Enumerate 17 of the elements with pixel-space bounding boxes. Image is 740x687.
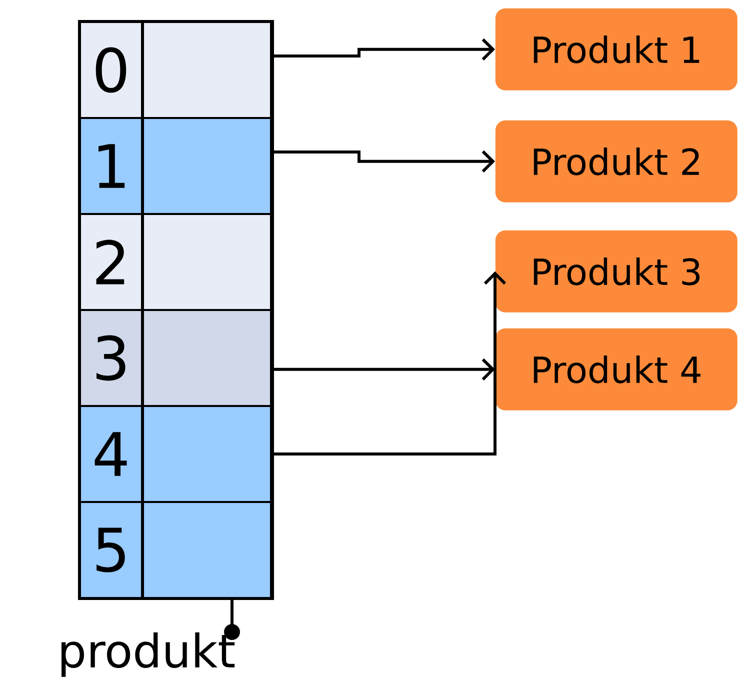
arrow: [224, 598, 240, 640]
index-cell: 1: [79, 117, 143, 215]
index-cell: 4: [79, 405, 143, 503]
product-box: Produkt 3: [495, 230, 738, 312]
arrow: [271, 271, 506, 456]
arrow: [271, 150, 495, 172]
index-cell: 2: [79, 213, 143, 311]
product-box: Produkt 2: [495, 120, 738, 202]
index-cell: 0: [79, 21, 143, 119]
index-cell: 5: [79, 501, 143, 599]
arrow: [271, 38, 495, 60]
arrow: [271, 358, 495, 380]
product-box: Produkt 1: [495, 8, 738, 90]
variable-label: produkt: [62, 632, 235, 677]
array-table: [78, 20, 274, 600]
index-cell: 3: [79, 309, 143, 407]
product-box: Produkt 4: [495, 328, 738, 410]
